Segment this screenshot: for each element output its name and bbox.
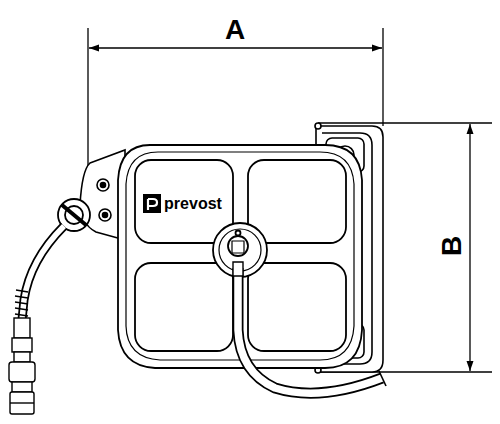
- extension-line: [382, 28, 383, 126]
- extension-line: [87, 28, 88, 168]
- dimension-letter: A: [223, 14, 247, 45]
- dimension-letter: B: [438, 234, 466, 258]
- brand-name: prevost: [162, 196, 224, 212]
- brand-name: prevost: [162, 195, 224, 212]
- dimension-letter: A: [223, 16, 247, 44]
- dimension-line: [89, 47, 382, 48]
- dimension-line: [469, 124, 470, 371]
- logo-mark: [143, 194, 161, 213]
- extension-line: [318, 122, 492, 123]
- dimension-letter: B: [436, 234, 467, 258]
- hose-coupler: [9, 290, 35, 414]
- supply-hose: [22, 226, 64, 320]
- outlet-hose: [233, 262, 386, 393]
